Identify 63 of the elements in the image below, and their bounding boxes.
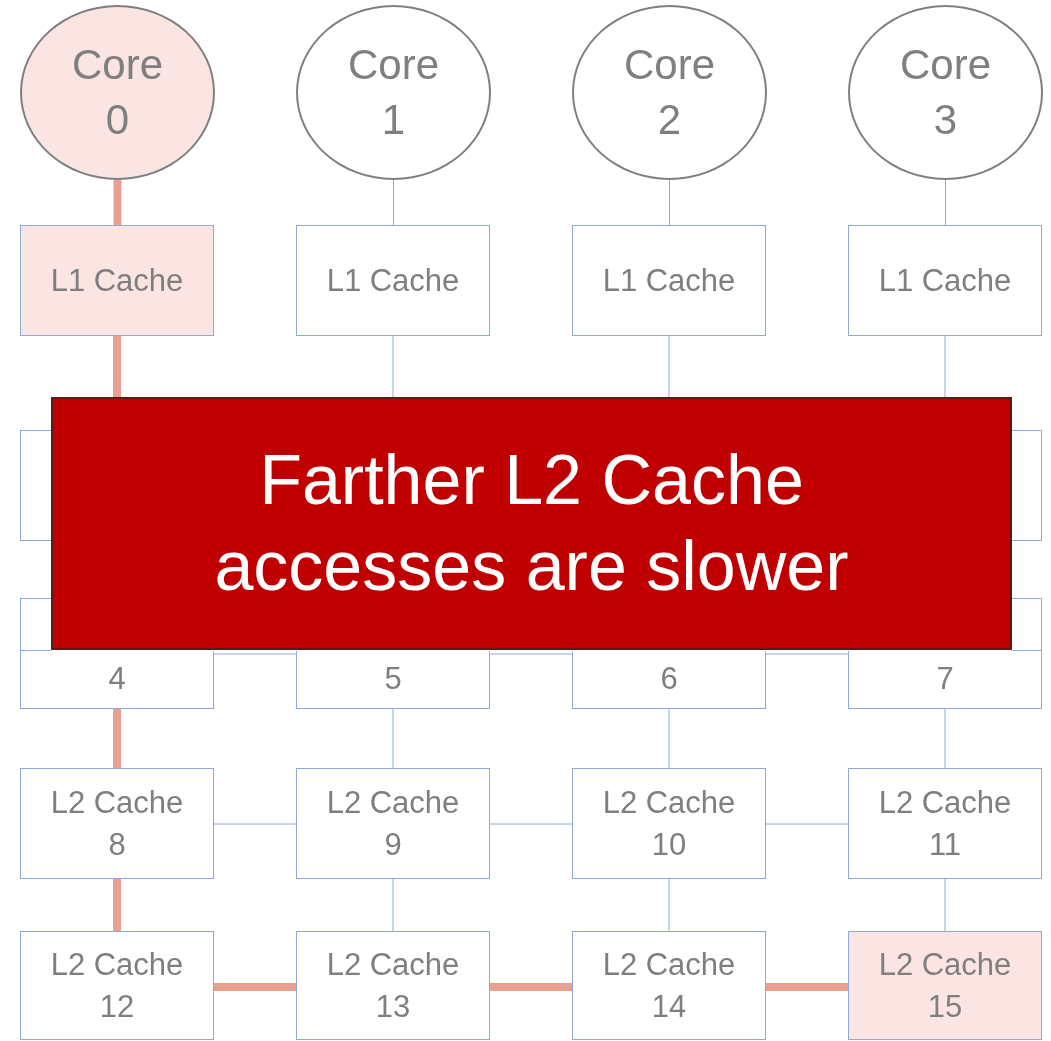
cache-box [20, 651, 214, 709]
connector-line [113, 336, 121, 397]
cache-box [296, 931, 490, 1040]
cache-label: L1 Cache [877, 261, 1013, 300]
connector-line [489, 653, 573, 655]
cache-label: L1 Cache [325, 261, 461, 300]
cache-box [572, 225, 766, 336]
cache-box [848, 931, 1042, 1040]
connector-line [213, 823, 297, 825]
cache-label: L2 Cache 15 [877, 945, 1013, 1026]
connector-line [113, 879, 121, 931]
connector-line [392, 878, 394, 932]
cache-box [296, 225, 490, 336]
connector-line [213, 653, 297, 655]
connector-line [113, 180, 122, 225]
cache-box [20, 768, 214, 879]
connector-line [765, 653, 849, 655]
connector-line [668, 878, 670, 932]
cache-label: L1 Cache [601, 261, 737, 300]
connector-line [944, 335, 946, 398]
connector-line [668, 708, 670, 769]
cache-label: L2 Cache 14 [601, 945, 737, 1026]
cache-label: L2 Cache 9 [325, 783, 461, 864]
connector-line [214, 983, 296, 991]
cache-box [20, 225, 214, 336]
connector-line [392, 708, 394, 769]
callout-text: Farther L2 Cache accesses are slower [213, 440, 850, 607]
cache-box [572, 651, 766, 709]
cache-box [572, 768, 766, 879]
cache-box [296, 768, 490, 879]
connector-line [669, 179, 670, 226]
connector-line [392, 335, 394, 398]
connector-line [668, 335, 670, 398]
cache-label: L1 Cache [49, 261, 185, 300]
connector-line [490, 983, 572, 991]
cache-label: L2 Cache 10 [601, 783, 737, 864]
cache-box [848, 651, 1042, 709]
core-label: Core 1 [346, 39, 440, 145]
cache-label: 5 [383, 660, 403, 699]
cache-box [296, 651, 490, 709]
cache-label: L2 Cache 11 [877, 783, 1013, 864]
connector-line [113, 709, 121, 768]
core-label: Core 2 [622, 39, 716, 145]
cache-label: L2 Cache 13 [325, 945, 461, 1026]
core-label: Core 3 [898, 39, 992, 145]
cache-label: 7 [935, 660, 955, 699]
cache-label: L2 Cache 8 [49, 783, 185, 864]
cache-label: L2 Cache 12 [49, 945, 185, 1026]
connector-line [765, 823, 849, 825]
core-label: Core 0 [70, 39, 164, 145]
cache-box [848, 768, 1042, 879]
cache-box [848, 225, 1042, 336]
connector-line [945, 179, 946, 226]
connector-line [393, 179, 394, 226]
cache-box [20, 931, 214, 1040]
connector-line [489, 823, 573, 825]
cache-label: 6 [659, 660, 679, 699]
connector-line [766, 983, 848, 991]
callout-banner [51, 397, 1012, 650]
cache-box [572, 931, 766, 1040]
connector-line [944, 708, 946, 769]
cache-label: 4 [107, 660, 127, 699]
connector-line [944, 878, 946, 932]
